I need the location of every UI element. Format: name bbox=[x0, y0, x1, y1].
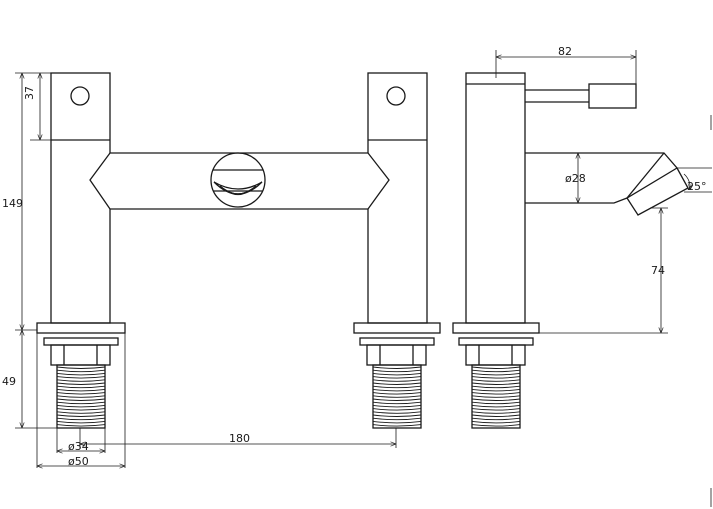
thread-line bbox=[56, 411, 106, 414]
thread-line bbox=[471, 376, 521, 379]
thread-line bbox=[372, 395, 422, 398]
thread-line bbox=[372, 417, 422, 421]
side-view bbox=[452, 72, 689, 429]
left-base bbox=[36, 322, 126, 429]
thread-line bbox=[372, 401, 422, 405]
dim-37: 37 bbox=[23, 86, 36, 100]
front-view bbox=[36, 72, 441, 429]
dim-149: 149 bbox=[2, 197, 23, 210]
thread-line bbox=[56, 401, 106, 405]
thread-left bbox=[56, 364, 106, 429]
thread-line bbox=[56, 385, 106, 389]
thread-line bbox=[56, 408, 106, 411]
thread-line bbox=[471, 395, 521, 398]
thread-line bbox=[471, 411, 521, 414]
thread-line bbox=[471, 401, 521, 405]
thread-right bbox=[372, 364, 422, 429]
thread-line bbox=[471, 414, 521, 417]
thread-line bbox=[372, 385, 422, 389]
thread-side bbox=[471, 364, 521, 429]
thread-line bbox=[471, 382, 521, 385]
thread-line bbox=[56, 398, 106, 401]
thread-line bbox=[56, 392, 106, 395]
thread-line bbox=[471, 388, 521, 392]
lever-handle bbox=[525, 83, 637, 109]
thread-line bbox=[372, 424, 422, 427]
thread-line bbox=[372, 411, 422, 414]
thread-line bbox=[471, 424, 521, 427]
thread-line bbox=[471, 379, 521, 382]
thread-line bbox=[56, 420, 106, 424]
thread-line bbox=[56, 372, 106, 376]
dim-centres: 180 bbox=[229, 432, 250, 445]
dim-thread-diameter: ø34 bbox=[68, 440, 89, 453]
cold-indicator-hole bbox=[386, 86, 406, 106]
dim-reach: 82 bbox=[558, 45, 572, 58]
thread-line bbox=[56, 369, 106, 373]
thread-line bbox=[372, 414, 422, 417]
thread-line bbox=[372, 392, 422, 395]
dim-base-diameter: ø50 bbox=[68, 455, 89, 468]
thread-line bbox=[471, 372, 521, 376]
thread-line bbox=[372, 398, 422, 401]
thread-line bbox=[372, 388, 422, 392]
thread-line bbox=[372, 408, 422, 411]
thread-line bbox=[56, 379, 106, 382]
right-base bbox=[353, 322, 441, 429]
dim-spout-height: 74 bbox=[651, 264, 665, 277]
hot-indicator-hole bbox=[70, 86, 90, 106]
side-spout bbox=[525, 152, 678, 204]
thread-line bbox=[372, 376, 422, 379]
thread-line bbox=[56, 388, 106, 392]
thread-line bbox=[471, 417, 521, 421]
right-pillar bbox=[367, 72, 428, 324]
thread-line bbox=[56, 424, 106, 427]
thread-line bbox=[471, 408, 521, 411]
thread-line bbox=[56, 414, 106, 417]
dim-49: 49 bbox=[2, 375, 16, 388]
thread-line bbox=[372, 379, 422, 382]
thread-line bbox=[372, 420, 422, 424]
thread-line bbox=[56, 404, 106, 408]
dimension-lines bbox=[15, 50, 712, 507]
thread-line bbox=[372, 369, 422, 373]
dimension-labels: 37 149 49 ø34 ø50 180 82 ø28 25° 74 bbox=[2, 45, 707, 468]
side-body bbox=[465, 72, 526, 324]
thread-line bbox=[471, 404, 521, 408]
dim-spout-diameter: ø28 bbox=[565, 172, 586, 185]
spout-bridge bbox=[89, 152, 390, 210]
thread-line bbox=[471, 420, 521, 424]
thread-line bbox=[471, 398, 521, 401]
thread-line bbox=[372, 372, 422, 376]
aerator bbox=[210, 152, 266, 208]
thread-line bbox=[372, 404, 422, 408]
thread-line bbox=[372, 382, 422, 385]
thread-line bbox=[56, 382, 106, 385]
thread-line bbox=[471, 366, 521, 369]
thread-line bbox=[56, 366, 106, 369]
thread-line bbox=[56, 376, 106, 379]
thread-line bbox=[56, 395, 106, 398]
thread-line bbox=[56, 417, 106, 421]
thread-line bbox=[372, 366, 422, 369]
thread-line bbox=[471, 392, 521, 395]
dim-spout-angle: 25° bbox=[687, 180, 707, 193]
thread-line bbox=[471, 385, 521, 389]
thread-line bbox=[471, 369, 521, 373]
left-pillar bbox=[50, 72, 111, 324]
